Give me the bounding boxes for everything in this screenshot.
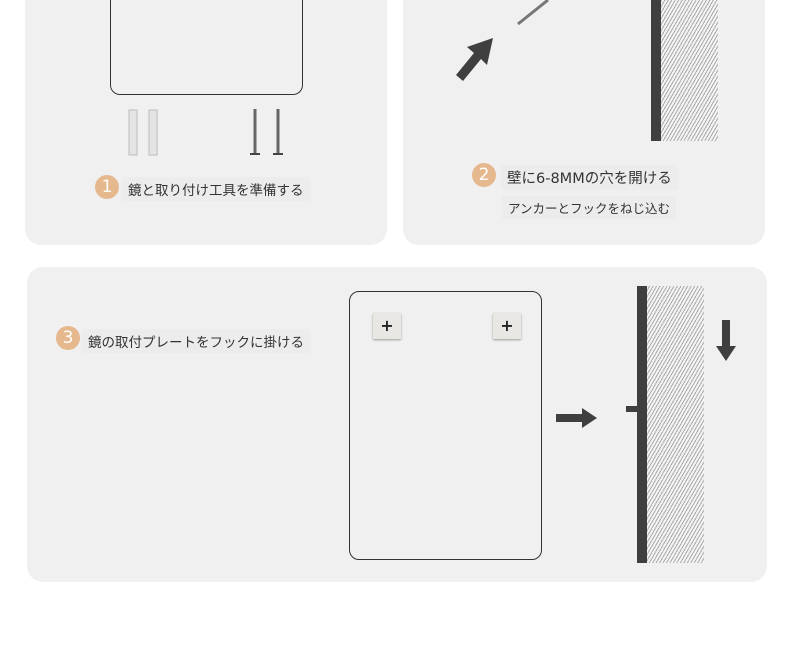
wall-anchors-icon bbox=[128, 109, 158, 156]
wall-surface bbox=[637, 286, 647, 563]
step2-label: 壁に6-8MMの穴を開ける bbox=[501, 165, 678, 190]
step1-label: 鏡と取り付け工具を準備する bbox=[122, 177, 310, 201]
step3-panel: 3 鏡の取付プレートをフックに掛ける + + bbox=[27, 267, 767, 582]
step2-panel: 2 壁に6-8MMの穴を開ける アンカーとフックをねじ込む bbox=[403, 0, 765, 245]
arrow-down-icon bbox=[716, 320, 736, 361]
hook-illustration bbox=[626, 406, 637, 412]
step1-panel: 1 鏡と取り付け工具を準備する bbox=[25, 0, 387, 245]
step2-badge: 2 bbox=[472, 163, 496, 187]
step3-label: 鏡の取付プレートをフックに掛ける bbox=[82, 329, 310, 353]
mounting-plate-left: + bbox=[373, 313, 401, 339]
mounting-plate-right: + bbox=[493, 313, 521, 339]
mirror-illustration bbox=[110, 0, 303, 95]
screw-icon bbox=[517, 0, 549, 26]
arrow-up-right-icon bbox=[456, 38, 493, 81]
wall-hatch bbox=[661, 0, 718, 141]
step3-badge: 3 bbox=[56, 326, 80, 350]
mirror-back-illustration: + + bbox=[349, 291, 542, 560]
step2-sublabel: アンカーとフックをねじ込む bbox=[502, 196, 677, 219]
arrow-right-icon bbox=[556, 408, 597, 428]
wall-hatch bbox=[647, 286, 704, 563]
screws-icon bbox=[250, 109, 283, 155]
step1-badge: 1 bbox=[95, 175, 119, 199]
wall-surface bbox=[651, 0, 661, 141]
